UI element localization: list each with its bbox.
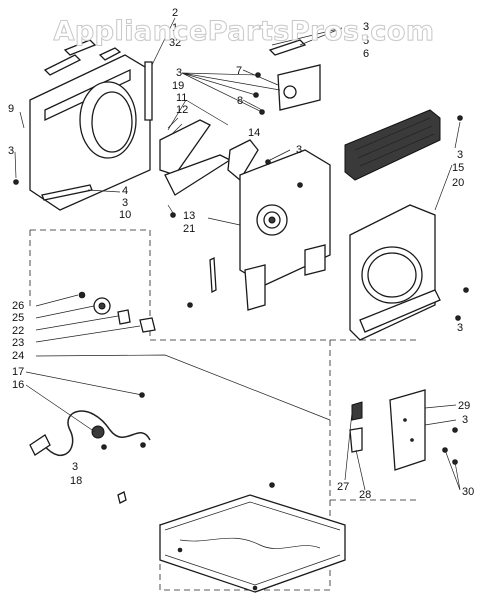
callout-2: 2 bbox=[172, 7, 178, 19]
screw-right-upper bbox=[457, 115, 463, 121]
callout-18: 18 bbox=[70, 475, 82, 487]
power-cord bbox=[29, 392, 151, 456]
screw-center-b bbox=[187, 302, 193, 308]
motor-mount-bracket bbox=[159, 117, 259, 196]
callout-3-housing: 3 bbox=[296, 144, 302, 156]
vertical-rail-part-32 bbox=[144, 61, 153, 121]
callout-32: 32 bbox=[169, 37, 181, 49]
evaporator-coil bbox=[344, 109, 441, 181]
callout-13: 13 bbox=[183, 210, 195, 222]
callout-9: 9 bbox=[8, 103, 14, 115]
callout-28: 28 bbox=[359, 489, 371, 501]
blower-scroll-housing bbox=[239, 149, 331, 311]
callout-5: 5 bbox=[363, 35, 369, 47]
callout-11: 11 bbox=[176, 92, 187, 104]
callout-14: 14 bbox=[248, 127, 260, 139]
callout-16: 16 bbox=[12, 379, 24, 391]
callout-20: 20 bbox=[452, 177, 464, 189]
callout-23: 23 bbox=[12, 337, 24, 349]
callout-3-right-low: 3 bbox=[462, 414, 468, 426]
callout-24: 24 bbox=[12, 350, 24, 362]
callout-30: 30 bbox=[462, 486, 474, 498]
callout-3-left: 3 bbox=[8, 145, 14, 157]
callout-22: 22 bbox=[12, 325, 24, 337]
callout-3-cord: 3 bbox=[72, 461, 78, 473]
callout-3-top: 3 bbox=[363, 21, 369, 33]
callout-3-right: 3 bbox=[457, 149, 463, 161]
capacitor-assembly bbox=[253, 39, 321, 115]
callout-17: 17 bbox=[12, 366, 24, 378]
leader-lines bbox=[14, 17, 461, 491]
callout-4: 4 bbox=[122, 185, 128, 197]
callout-6: 6 bbox=[363, 48, 369, 60]
screw-center-a bbox=[170, 212, 176, 218]
callout-7: 7 bbox=[236, 65, 242, 77]
control-knob-stack bbox=[78, 291, 156, 333]
callout-3-mid: 3 bbox=[122, 197, 128, 209]
callout-12: 12 bbox=[176, 104, 188, 116]
screw-left-a bbox=[13, 179, 19, 185]
callout-3-orifice: 3 bbox=[457, 322, 463, 334]
callout-25: 25 bbox=[12, 312, 24, 324]
top-grille-pieces bbox=[43, 39, 122, 76]
front-shroud-panel bbox=[29, 54, 151, 211]
callout-21: 21 bbox=[183, 223, 195, 235]
assembly-outline bbox=[29, 229, 420, 591]
callout-27: 27 bbox=[337, 481, 349, 493]
screw-center-c bbox=[265, 159, 271, 165]
callout-1: 1 bbox=[172, 22, 178, 34]
callout-15: 15 bbox=[452, 162, 464, 174]
screw-right-mid bbox=[463, 287, 469, 293]
screw-right-low bbox=[455, 315, 461, 321]
control-switch-plate bbox=[349, 389, 458, 471]
callout-19: 19 bbox=[172, 80, 184, 92]
callout-3-center: 3 bbox=[176, 67, 182, 79]
base-pan bbox=[159, 482, 346, 593]
callout-labels: 2 1 32 3 5 6 3 7 19 11 12 8 14 9 3 3 4 3… bbox=[8, 7, 474, 501]
callout-26: 26 bbox=[12, 300, 24, 312]
spring-part-21 bbox=[209, 256, 217, 294]
orifice-panel bbox=[349, 204, 441, 341]
callout-8: 8 bbox=[237, 95, 243, 107]
clip-part bbox=[117, 491, 127, 504]
callout-10: 10 bbox=[119, 209, 131, 221]
callout-29: 29 bbox=[458, 400, 470, 412]
